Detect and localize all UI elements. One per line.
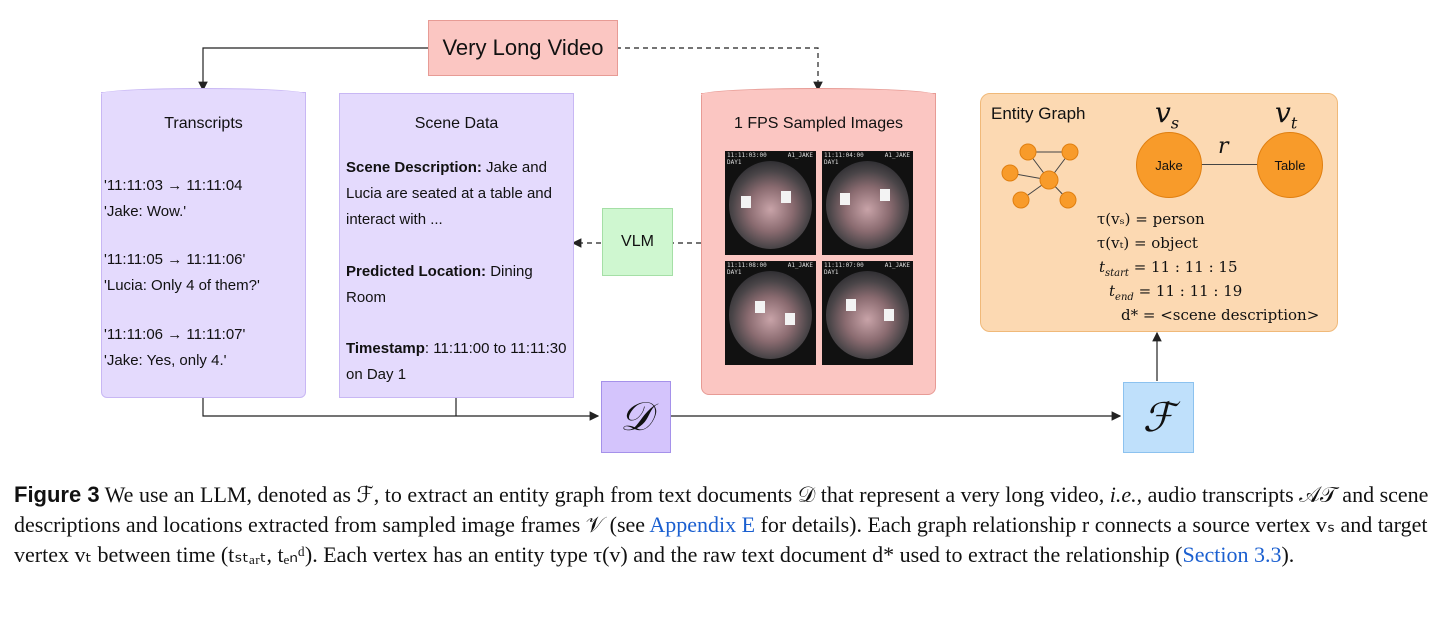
documents-d-node: 𝒟	[601, 381, 671, 453]
transcripts-store: Transcripts '11:11:03 → 11:11:04 'Jake: …	[101, 92, 306, 398]
video-to-transcripts-arrow	[203, 48, 428, 90]
vs-subscript: s	[1171, 114, 1179, 133]
blur-patch	[880, 189, 890, 201]
frame-camera: A1_JAKE	[788, 152, 813, 159]
transcript-line: 'Lucia: Only 4 of them?'	[104, 277, 260, 294]
frame-time: 11:11:04:00	[824, 152, 864, 159]
scene-description-label: Scene Description:	[346, 159, 482, 176]
fisheye-scene	[729, 271, 812, 359]
transcript-line: 'Jake: Yes, only 4.'	[104, 352, 226, 369]
video-to-images-arrow	[616, 48, 818, 90]
entity-graph-panel: Entity Graph vs vt r Jake Table τ(vₛ) = …	[980, 93, 1338, 332]
appendix-e-link[interactable]: Appendix E	[649, 512, 755, 537]
frame-day: DAY1	[727, 269, 741, 276]
blur-patch	[846, 299, 856, 311]
frame-camera: A1_JAKE	[788, 262, 813, 269]
frame-camera: A1_JAKE	[885, 262, 910, 269]
frame-time: 11:11:03:00	[727, 152, 767, 159]
frame-time: 11:11:08:00	[727, 262, 767, 269]
frame-time: 11:11:07:00	[824, 262, 864, 269]
blur-patch	[781, 191, 791, 203]
fisheye-scene	[826, 271, 909, 359]
blur-patch	[840, 193, 850, 205]
llm-f-node: ℱ	[1123, 382, 1194, 453]
vs-label: vs	[1155, 96, 1179, 133]
figure-caption: Figure 3 We use an LLM, denoted as ℱ, to…	[14, 480, 1434, 570]
fisheye-scene	[826, 161, 909, 249]
type-vs-equation: τ(vₛ) = person	[1097, 210, 1205, 228]
vt-subscript: t	[1291, 114, 1297, 133]
transcript-line: '11:11:03 → 11:11:04	[104, 177, 243, 194]
scene-data-store: Scene Data Scene Description: Jake and L…	[339, 93, 574, 398]
t-start-equation: tstart = 11 : 11 : 15	[1099, 258, 1238, 279]
blur-patch	[755, 301, 765, 313]
transcripts-to-d-arrow	[203, 397, 598, 416]
vt-letter: v	[1275, 96, 1291, 129]
frame-day: DAY1	[824, 269, 838, 276]
transcripts-title: Transcripts	[102, 115, 305, 133]
transcript-line: 'Jake: Wow.'	[104, 203, 186, 220]
t-end-value: = 11 : 11 : 19	[1134, 282, 1243, 300]
transcript-line: '11:11:06 → 11:11:07'	[104, 326, 245, 343]
scene-description: Scene Description: Jake and Lucia are se…	[346, 155, 568, 233]
relation-edge	[1200, 164, 1258, 165]
frame-day: DAY1	[727, 159, 741, 166]
caption-text-4: ).	[1281, 542, 1294, 567]
t-start-value: = 11 : 11 : 15	[1129, 258, 1238, 276]
type-vt-equation: τ(vₜ) = object	[1097, 234, 1198, 252]
predicted-location: Predicted Location: Dining Room	[346, 259, 568, 311]
frame-camera: A1_JAKE	[885, 152, 910, 159]
transcript-line: '11:11:05 → 11:11:06'	[104, 251, 245, 268]
frame-day: DAY1	[824, 159, 838, 166]
timestamp: Timestamp: 11:11:00 to 11:11:30 on Day 1	[346, 336, 568, 388]
graph-network-icon	[999, 140, 1089, 220]
relation-label: r	[1218, 134, 1229, 159]
entity-node-table: Table	[1257, 132, 1323, 198]
vs-letter: v	[1155, 96, 1171, 129]
t-end-equation: tend = 11 : 11 : 19	[1109, 282, 1242, 303]
entity-node-jake: Jake	[1136, 132, 1202, 198]
vlm-node: VLM	[602, 208, 673, 276]
scene-data-title: Scene Data	[340, 115, 573, 133]
t-start-subscript: start	[1105, 268, 1129, 279]
t-end-subscript: end	[1115, 292, 1134, 303]
timestamp-label: Timestamp	[346, 340, 425, 357]
entity-graph-title: Entity Graph	[991, 104, 1086, 124]
section-3-3-link[interactable]: Section 3.3	[1182, 542, 1281, 567]
blur-patch	[741, 196, 751, 208]
figure-number: Figure 3	[14, 482, 100, 507]
blur-patch	[884, 309, 894, 321]
caption-ie: i.e.	[1110, 482, 1137, 507]
predicted-location-label: Predicted Location:	[346, 263, 486, 280]
caption-text-1: We use an LLM, denoted as ℱ, to extract …	[100, 482, 1110, 507]
vt-label: vt	[1275, 96, 1297, 133]
sampled-images-title: 1 FPS Sampled Images	[702, 115, 935, 133]
doc-equation: d* = <scene description>	[1121, 306, 1319, 324]
very-long-video-node: Very Long Video	[428, 20, 618, 76]
blur-patch	[785, 313, 795, 325]
